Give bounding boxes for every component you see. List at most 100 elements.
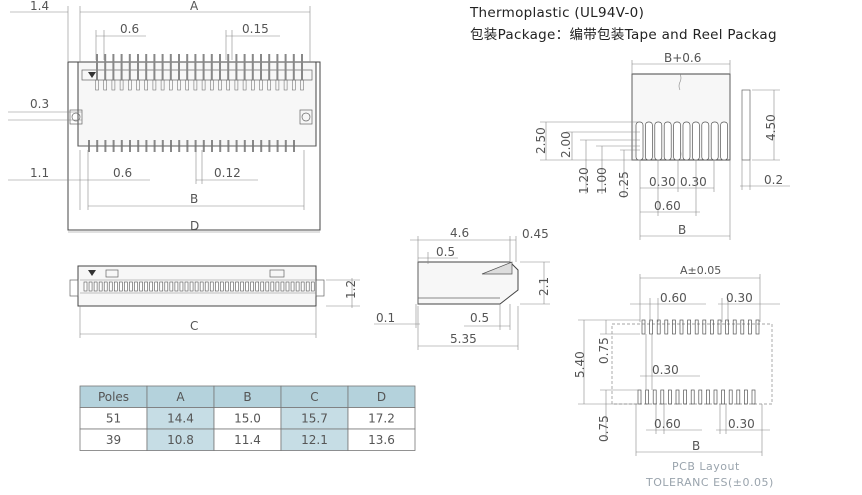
dim-pcb-b: B xyxy=(692,439,700,453)
dim-tape-b: B xyxy=(678,223,686,237)
front-pin xyxy=(199,281,204,292)
front-pin xyxy=(184,281,189,292)
pin-upper xyxy=(292,54,295,80)
front-pin xyxy=(124,281,128,292)
table-cell-value: 17.2 xyxy=(368,412,395,426)
front-pin xyxy=(245,281,249,292)
pcb-pad-top xyxy=(717,319,722,335)
pcb-pad-bottom xyxy=(660,389,665,405)
table-cell-value: 15.7 xyxy=(301,412,328,426)
front-pin xyxy=(280,281,285,292)
pin-upper-contact xyxy=(267,79,272,91)
pcb-pad-top xyxy=(694,319,699,335)
front-pin xyxy=(154,281,158,292)
front-pin xyxy=(149,281,153,292)
pin-upper-contact xyxy=(300,79,304,91)
table-header-label: C xyxy=(310,390,318,404)
dim-front-height: 1.2 xyxy=(344,280,358,299)
pin-upper-contact xyxy=(259,79,263,91)
pcb-pad-bottom xyxy=(721,389,725,405)
dim-pcb-bottom-pitch: 0.60 xyxy=(654,417,681,431)
front-pin xyxy=(215,281,219,292)
tape-pocket xyxy=(701,121,710,161)
table-header-label: Poles xyxy=(98,390,129,404)
dim-row-offset: 0.3 xyxy=(30,97,49,111)
front-pin xyxy=(189,281,194,292)
pcb-pad-top xyxy=(672,319,676,335)
pin-upper xyxy=(301,54,303,80)
pin-upper xyxy=(251,54,254,80)
pcb-pad-bottom xyxy=(675,389,680,405)
dim-a-offset: 1.4 xyxy=(30,0,49,13)
dim-pcb-top-width: 0.30 xyxy=(726,291,753,305)
dim-side-base: 0.1 xyxy=(376,311,395,325)
pin-upper-contact xyxy=(283,79,288,91)
table-header-label: A xyxy=(176,390,185,404)
tape-pocket xyxy=(682,121,691,161)
pcb-pad-top xyxy=(649,319,653,335)
front-pin xyxy=(250,281,254,292)
pin-upper xyxy=(128,54,131,80)
pin-upper xyxy=(178,54,180,80)
pin-upper xyxy=(169,54,172,80)
dim-tape-b-plus: B+0.6 xyxy=(664,51,701,65)
dim-tape-p3: 0.60 xyxy=(654,199,681,213)
pcb-pad-top xyxy=(679,319,684,335)
pin-upper-contact xyxy=(185,79,189,91)
pin-upper-contact xyxy=(193,79,198,91)
table-cell-value: 51 xyxy=(106,412,121,426)
pcb-pad-bottom xyxy=(645,389,649,405)
pin-upper xyxy=(219,54,221,80)
pin-upper xyxy=(145,54,148,80)
front-pin xyxy=(83,281,88,292)
dim-a: A xyxy=(190,0,199,13)
pin-upper xyxy=(235,54,238,80)
front-pin-row xyxy=(83,281,315,292)
pin-upper-contact xyxy=(226,79,230,91)
table-cell-value: 10.8 xyxy=(167,433,194,447)
front-pin xyxy=(305,281,310,292)
tape-view: B+0.6 4.50 2.50 2.00 1.20 1.00 0.25 0.30… xyxy=(534,51,790,240)
front-pin xyxy=(134,281,138,292)
pin-upper xyxy=(96,54,98,80)
pcb-pad-top xyxy=(687,319,691,335)
front-pin xyxy=(179,281,184,292)
front-pin xyxy=(295,281,300,292)
pcb-pad-bottom xyxy=(637,389,642,405)
dim-side-total: 5.35 xyxy=(450,332,477,346)
pcb-pad-top xyxy=(656,319,661,335)
pin-upper xyxy=(210,54,213,80)
front-pin xyxy=(300,281,305,292)
pcb-pad-bottom xyxy=(744,389,748,405)
pin-upper-contact xyxy=(128,79,132,91)
front-pin xyxy=(225,281,229,292)
front-pin1-marker-icon xyxy=(88,270,96,276)
pcb-pad-top xyxy=(641,319,646,335)
pin-upper-contact xyxy=(160,79,165,91)
dim-side-bottom-lip: 0.5 xyxy=(470,311,489,325)
pcb-pad-top xyxy=(748,319,752,335)
front-pin xyxy=(270,281,275,292)
dim-side-depth: 4.6 xyxy=(450,226,469,240)
table-header-label: D xyxy=(377,390,386,404)
front-pin xyxy=(220,281,224,292)
pcb-pad-bottom xyxy=(668,389,672,405)
tape-pocket xyxy=(673,121,681,161)
front-pin xyxy=(260,281,265,292)
dim-side-top-lip: 0.5 xyxy=(436,245,455,259)
front-pin xyxy=(194,281,199,292)
pcb-pad-top xyxy=(755,319,760,335)
dim-side-height: 2.1 xyxy=(537,277,551,296)
pin-upper xyxy=(194,54,197,80)
front-pin xyxy=(139,281,143,292)
pin-upper-contact xyxy=(144,79,148,91)
pin-upper xyxy=(268,54,271,80)
tape-pocket xyxy=(720,121,728,161)
dim-tape-h2: 2.00 xyxy=(559,131,573,158)
table-cell-value: 12.1 xyxy=(301,433,328,447)
dim-tape-h1: 2.50 xyxy=(534,127,548,154)
pin-upper xyxy=(284,54,287,80)
front-pin xyxy=(290,281,295,292)
front-pin xyxy=(285,281,290,292)
